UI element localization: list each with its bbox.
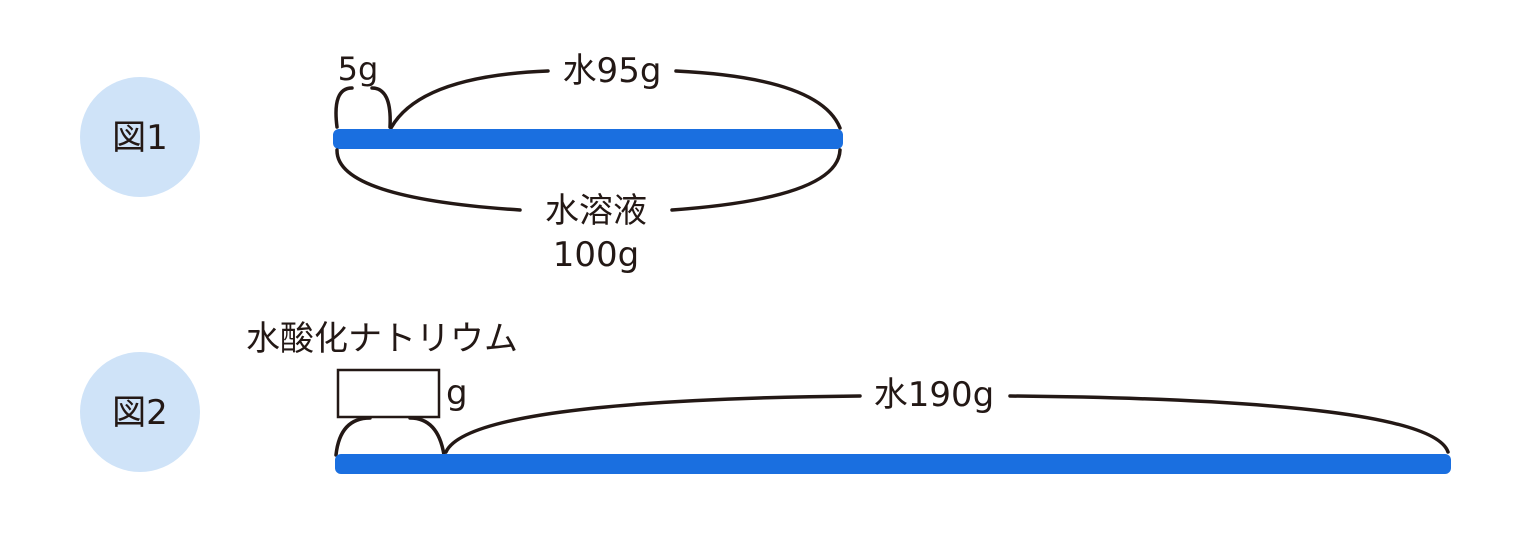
figure-1-badge: 図1 bbox=[80, 77, 200, 197]
figure-2-water-label: 水190g bbox=[874, 375, 994, 415]
figure-2-brace-water bbox=[444, 394, 1450, 454]
figure-1-solute-label: 5g bbox=[338, 50, 379, 88]
figure-1-badge-label: 図1 bbox=[112, 118, 168, 158]
figure-2-solute-name-label: 水酸化ナトリウム bbox=[246, 319, 518, 359]
figure-2-badge: 図2 bbox=[80, 352, 200, 472]
figure-2-badge-circle bbox=[80, 352, 200, 472]
figure-1-brace-water bbox=[389, 69, 842, 130]
figure-1: 図1 5g 水95g 水溶液 100g bbox=[80, 50, 843, 275]
figure-2-badge-label: 図2 bbox=[112, 393, 168, 433]
figure-1-solution-label-line1: 水溶液 bbox=[545, 191, 647, 231]
figure-2-solution-bar bbox=[335, 454, 1451, 474]
figure-2-answer-unit: g bbox=[446, 373, 468, 413]
figure-2-answer-box bbox=[336, 368, 441, 419]
figure-1-brace-solute bbox=[334, 86, 392, 129]
figure-2-brace-solute bbox=[334, 416, 446, 457]
figure-1-water-label: 水95g bbox=[563, 51, 662, 91]
figure-1-solution-label-line2: 100g bbox=[553, 235, 639, 275]
figure-1-solution-bar bbox=[333, 129, 843, 149]
figure-1-badge-circle bbox=[80, 77, 200, 197]
figure-2: 図2 水酸化ナトリウム g 水190g bbox=[80, 319, 1451, 474]
figure-1-brace-solution bbox=[335, 148, 842, 212]
